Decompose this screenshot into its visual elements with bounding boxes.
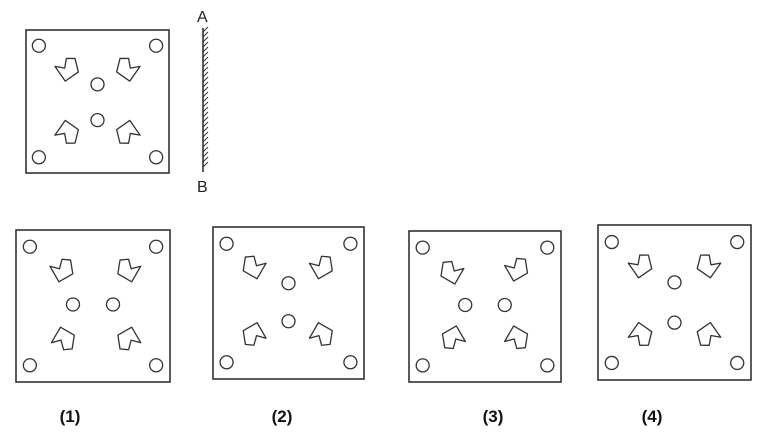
- option-label-3[interactable]: (3): [483, 407, 504, 426]
- crown-shape: [115, 119, 141, 144]
- crown-shape: [115, 57, 141, 82]
- mirror-hatch: [202, 116, 209, 123]
- mirror-hatch: [202, 161, 209, 168]
- crown-shape: [696, 321, 722, 346]
- mirror-hatch: [202, 141, 209, 148]
- option-figure-1: [15, 229, 171, 383]
- mirror-label-b: B: [197, 179, 208, 196]
- mirror-hatch: [202, 146, 209, 153]
- panel-frame: [597, 224, 752, 381]
- mirror-hatch: [202, 96, 209, 103]
- mirror-hatch: [202, 86, 209, 93]
- crown-shape: [54, 119, 80, 144]
- mirror-hatch: [202, 76, 209, 83]
- corner-circle: [730, 234, 745, 250]
- crown-shape: [49, 258, 74, 283]
- mirror-hatch: [202, 156, 209, 163]
- mirror-hatch: [202, 136, 209, 143]
- mirror-hatch: [202, 126, 209, 133]
- mirror-hatch: [202, 26, 209, 33]
- corner-circle: [730, 355, 745, 371]
- option-label-2[interactable]: (2): [272, 407, 293, 426]
- corner-circle: [415, 240, 430, 255]
- center-circle: [281, 314, 296, 329]
- mirror-hatch: [202, 41, 209, 48]
- corner-circle: [148, 38, 164, 53]
- crown-shape: [117, 326, 142, 351]
- crown-shape: [308, 255, 333, 280]
- crown-shape: [627, 254, 653, 279]
- crown-shape: [440, 260, 465, 285]
- corner-circle: [604, 355, 619, 371]
- mirror-hatch: [202, 121, 209, 128]
- mirror-hatch: [202, 81, 209, 88]
- mirror-hatch: [202, 66, 209, 73]
- mirror-hatch: [202, 56, 209, 63]
- option-label-4[interactable]: (4): [642, 407, 663, 426]
- corner-circle: [343, 355, 358, 370]
- corner-circle: [31, 150, 47, 165]
- center-circle: [497, 297, 512, 313]
- center-circle: [667, 315, 682, 330]
- option-figure-2: [212, 226, 365, 380]
- panel-frame: [15, 229, 171, 383]
- crown-shape: [441, 325, 467, 350]
- mirror-hatch: [202, 131, 209, 138]
- mirror-hatch: [202, 106, 209, 113]
- center-circle: [90, 77, 105, 92]
- mirror-hatch: [202, 111, 209, 118]
- center-circle: [458, 297, 473, 313]
- crown-shape: [503, 325, 529, 350]
- mirror-hatch: [202, 61, 209, 68]
- corner-circle: [148, 150, 164, 165]
- mirror-hatch: [202, 151, 209, 158]
- mirror-hatch: [202, 71, 209, 78]
- corner-circle: [219, 355, 234, 370]
- crown-shape: [696, 254, 722, 279]
- corner-circle: [219, 236, 234, 251]
- corner-circle: [148, 358, 164, 373]
- question-figure: [25, 29, 170, 174]
- crown-shape: [50, 326, 75, 351]
- corner-circle: [31, 38, 47, 53]
- corner-circle: [604, 234, 619, 250]
- option-label-1[interactable]: (1): [60, 407, 81, 426]
- mirror-hatch: [202, 91, 209, 98]
- crown-shape: [627, 321, 653, 346]
- corner-circle: [22, 358, 38, 373]
- center-circle: [90, 112, 105, 128]
- mirror-hatch: [202, 51, 209, 58]
- center-circle: [65, 297, 81, 312]
- center-circle: [281, 276, 296, 291]
- panel-frame: [408, 230, 562, 383]
- mirror-hatch: [202, 36, 209, 43]
- corner-circle: [540, 240, 555, 255]
- corner-circle: [415, 358, 430, 373]
- crown-shape: [117, 258, 142, 283]
- crown-shape: [242, 321, 267, 346]
- option-figure-3: [408, 230, 562, 383]
- crown-shape: [54, 57, 80, 82]
- center-circle: [105, 297, 121, 312]
- corner-circle: [343, 236, 358, 251]
- corner-circle: [148, 239, 164, 254]
- mirror-hatch: [202, 46, 209, 53]
- mirror-label-a: A: [197, 9, 208, 26]
- panel-frame: [25, 29, 170, 174]
- crown-shape: [242, 255, 267, 280]
- crown-shape: [308, 321, 333, 346]
- panel-frame: [212, 226, 365, 380]
- mirror-hatch: [202, 101, 209, 108]
- center-circle: [667, 275, 682, 290]
- mirror-hatch: [202, 31, 209, 38]
- mirror: AB: [197, 9, 209, 196]
- corner-circle: [22, 239, 38, 254]
- crown-shape: [503, 257, 529, 282]
- option-figure-4: [597, 224, 752, 381]
- corner-circle: [540, 358, 555, 373]
